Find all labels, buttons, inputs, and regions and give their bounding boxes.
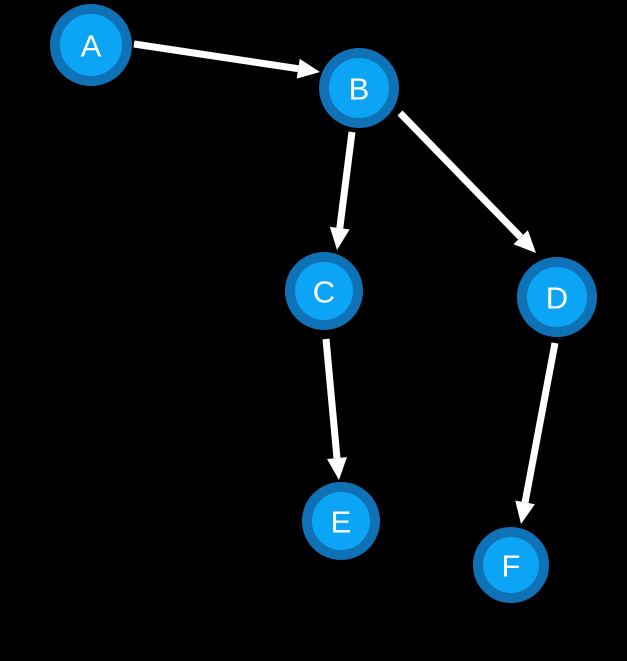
node-label: D (546, 281, 568, 316)
graph-node-c[interactable]: C (285, 252, 363, 330)
arrowhead-icon (515, 500, 535, 524)
edge-line (322, 338, 341, 459)
arrowhead-icon (513, 230, 536, 253)
edges-layer (133, 40, 559, 524)
arrowhead-icon (296, 58, 320, 79)
node-label: B (349, 72, 370, 107)
node-label: E (331, 505, 352, 540)
node-circle (50, 4, 132, 86)
nodes-layer: A B C D E F (50, 4, 597, 603)
graph-edge-b-d[interactable] (397, 110, 536, 253)
edge-line (336, 131, 356, 229)
graph-edge-b-c[interactable] (329, 131, 356, 250)
node-circle (302, 482, 380, 560)
node-label: C (313, 275, 335, 310)
graph-edge-d-f[interactable] (515, 342, 559, 524)
graph-node-e[interactable]: E (302, 482, 380, 560)
node-circle (473, 527, 549, 603)
edge-line (397, 110, 524, 240)
graph-node-f[interactable]: F (473, 527, 549, 603)
node-circle (517, 257, 597, 337)
node-label: F (502, 549, 521, 584)
node-label: A (81, 29, 102, 64)
graph-edge-c-e[interactable] (322, 338, 347, 480)
edge-line (133, 40, 299, 73)
arrowhead-icon (329, 226, 350, 250)
edge-line (521, 342, 559, 504)
node-circle (319, 48, 399, 128)
graph-node-b[interactable]: B (319, 48, 399, 128)
node-circle (285, 252, 363, 330)
graph-node-d[interactable]: D (517, 257, 597, 337)
arrowhead-icon (327, 457, 347, 480)
graph-node-a[interactable]: A (50, 4, 132, 86)
graph-edge-a-b[interactable] (133, 40, 320, 79)
